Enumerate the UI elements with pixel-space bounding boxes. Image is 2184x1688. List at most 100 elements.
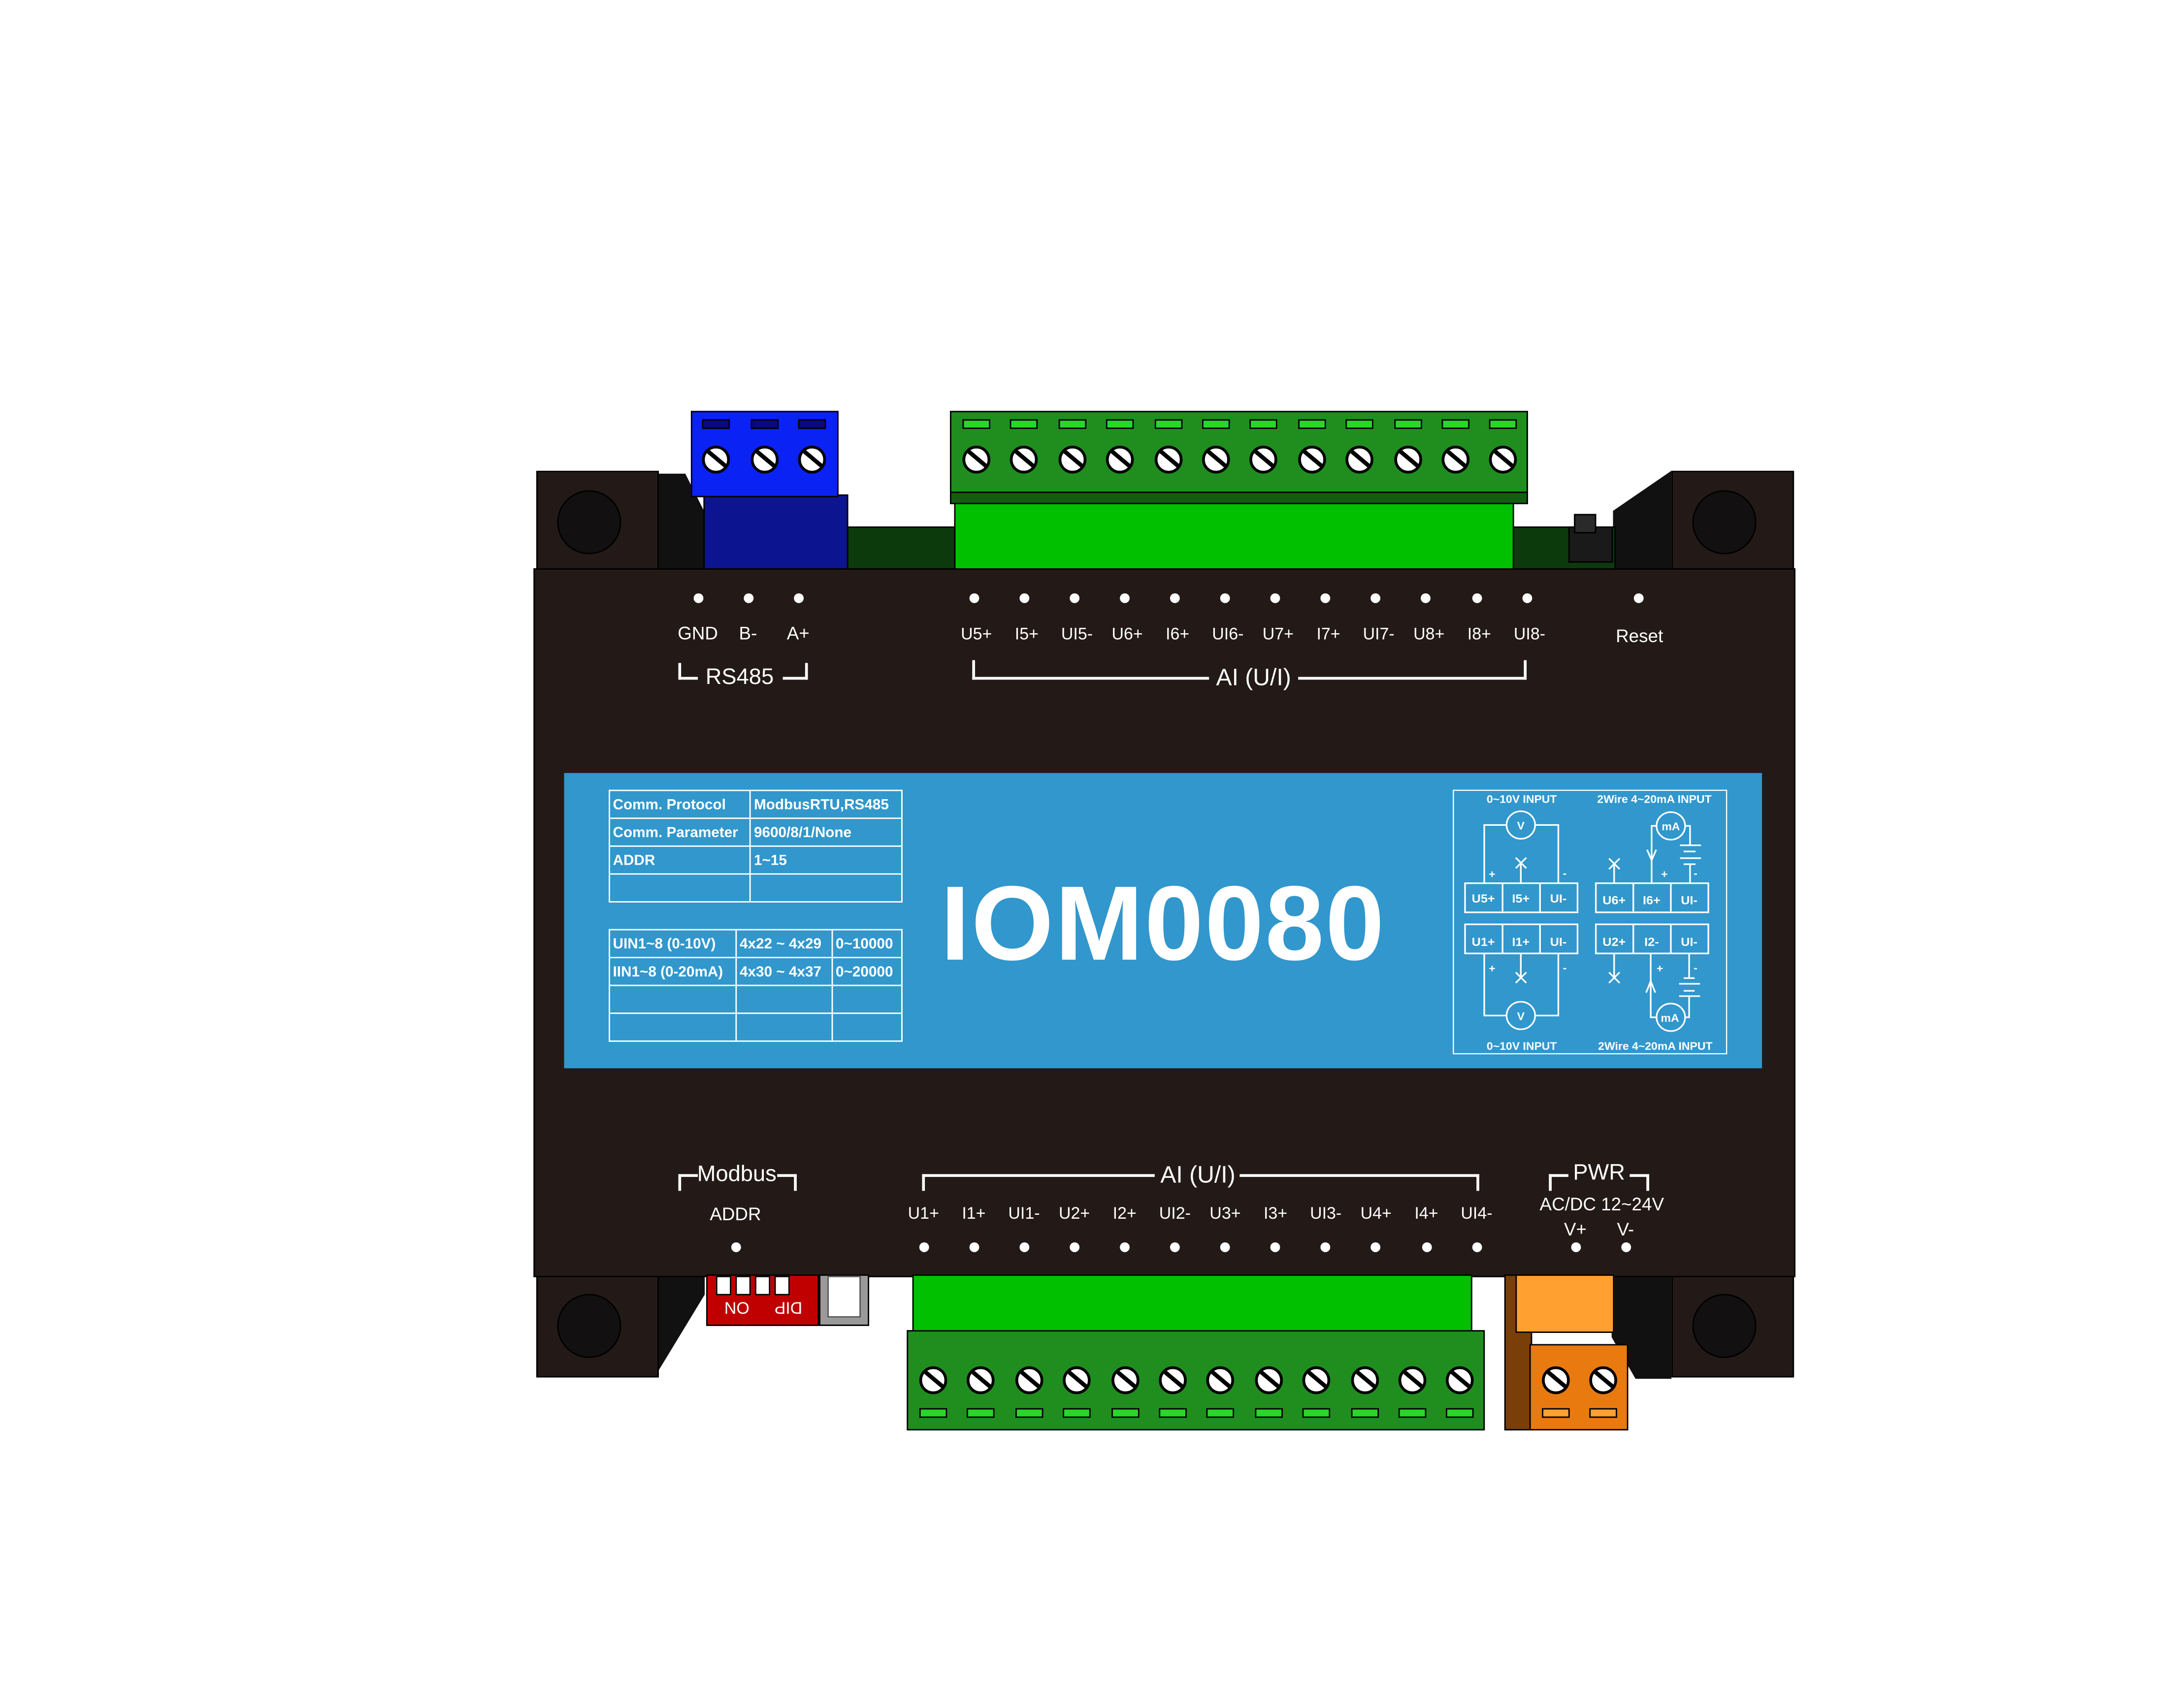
ai-pin-label: I1+ bbox=[962, 1203, 986, 1223]
addr-indicator-dot bbox=[731, 1242, 741, 1252]
screw-icon[interactable] bbox=[1589, 1366, 1617, 1395]
screw-icon[interactable] bbox=[702, 446, 730, 474]
rs485-bracket-left bbox=[678, 663, 698, 680]
dip-switch-lever[interactable] bbox=[735, 1275, 751, 1296]
screw-icon[interactable] bbox=[1446, 1366, 1474, 1395]
ai-pin-dot bbox=[1271, 1242, 1280, 1252]
dip-switch-lever[interactable] bbox=[755, 1275, 771, 1296]
wire-entry-slot bbox=[1303, 1408, 1331, 1418]
screw-icon[interactable] bbox=[1542, 1366, 1570, 1395]
screw-icon[interactable] bbox=[798, 446, 826, 474]
table-cell bbox=[609, 873, 751, 903]
reset-indicator-dot bbox=[1633, 593, 1644, 603]
wire-entry-slot bbox=[1154, 419, 1182, 429]
table-row bbox=[609, 984, 903, 1014]
dip-switch-lever[interactable] bbox=[716, 1275, 731, 1296]
polarity-minus: - bbox=[1694, 867, 1697, 879]
ai-pin-label: UI5- bbox=[1061, 624, 1093, 644]
screw-icon[interactable] bbox=[1058, 446, 1086, 474]
wire-entry-slot bbox=[1345, 419, 1374, 429]
diagram-terminal-label: I5+ bbox=[1512, 892, 1530, 906]
wire-entry-slot bbox=[1106, 419, 1134, 429]
rs485-pin-label: B- bbox=[739, 622, 757, 644]
table-cell: 1~15 bbox=[750, 845, 903, 875]
wiring-diagram-border bbox=[1453, 789, 1728, 1055]
polarity-plus: + bbox=[1661, 868, 1667, 880]
ai-top-bracket-left bbox=[972, 660, 1209, 680]
screw-icon[interactable] bbox=[962, 446, 991, 474]
screw-icon[interactable] bbox=[1489, 446, 1518, 474]
wire-entry-slot bbox=[1202, 419, 1230, 429]
ai-pin-dot bbox=[1371, 1242, 1381, 1252]
pwr-spec-label: AC/DC 12~24V bbox=[1539, 1194, 1664, 1215]
screw-icon[interactable] bbox=[750, 446, 778, 474]
wire-entry-slot bbox=[1206, 1408, 1235, 1418]
screw-icon[interactable] bbox=[1303, 1366, 1331, 1395]
ai-bottom-bracket-left bbox=[922, 1174, 1155, 1191]
screw-icon[interactable] bbox=[1298, 446, 1326, 474]
wire-entry-slot bbox=[750, 419, 778, 429]
ai-pin-dot bbox=[1421, 1242, 1432, 1252]
screw-icon[interactable] bbox=[1202, 446, 1230, 474]
reset-button[interactable] bbox=[1568, 514, 1613, 563]
ai-pin-dot bbox=[1321, 1242, 1331, 1252]
ai-pin-dot bbox=[1069, 593, 1079, 603]
screw-icon[interactable] bbox=[1015, 1366, 1043, 1395]
ai-bottom-terminal-block[interactable] bbox=[907, 1330, 1485, 1430]
jumper-header[interactable] bbox=[819, 1274, 869, 1326]
screw-icon[interactable] bbox=[1206, 1366, 1235, 1395]
wire-entry-slot bbox=[962, 419, 991, 429]
screw-icon[interactable] bbox=[967, 1366, 995, 1395]
ai-pin-label: UI3- bbox=[1310, 1203, 1342, 1223]
screw-icon[interactable] bbox=[1010, 446, 1039, 474]
ai-top-terminal-block[interactable] bbox=[950, 411, 1528, 495]
ai-pin-label: UI2- bbox=[1159, 1203, 1191, 1223]
ai-pin-dot bbox=[1119, 593, 1130, 603]
dip-switch-lever[interactable] bbox=[774, 1275, 790, 1296]
screw-icon[interactable] bbox=[1250, 446, 1278, 474]
screw-icon[interactable] bbox=[1345, 446, 1374, 474]
ai-top-connector-body bbox=[954, 501, 1514, 574]
table-row bbox=[609, 1012, 903, 1042]
wire-entry-slot bbox=[1250, 419, 1278, 429]
wire-entry-slot bbox=[798, 419, 826, 429]
screw-icon[interactable] bbox=[1063, 1366, 1091, 1395]
ai-pin-dot bbox=[1522, 593, 1532, 603]
screw-icon[interactable] bbox=[1106, 446, 1134, 474]
ai-pin-dot bbox=[969, 1242, 979, 1252]
mounting-ear-bottom-left bbox=[536, 1274, 659, 1378]
screw-icon[interactable] bbox=[1159, 1366, 1187, 1395]
table-cell: ModbusRTU,RS485 bbox=[750, 789, 903, 819]
screw-icon[interactable] bbox=[1350, 1366, 1379, 1395]
diagram-terminal-label: UI- bbox=[1681, 936, 1697, 949]
screw-icon[interactable] bbox=[1254, 1366, 1283, 1395]
current-wiring-bottom bbox=[1608, 953, 1700, 1018]
wire-entry-slot bbox=[1489, 419, 1518, 429]
rs485-group-label: RS485 bbox=[705, 666, 774, 690]
reset-label: Reset bbox=[1616, 625, 1663, 647]
screw-icon[interactable] bbox=[919, 1366, 947, 1395]
wire-entry-slot bbox=[1010, 419, 1039, 429]
ai-pin-dot bbox=[1421, 593, 1431, 603]
screw-icon[interactable] bbox=[1394, 446, 1422, 474]
screw-icon[interactable] bbox=[1398, 1366, 1427, 1395]
ai-pin-dot bbox=[1371, 593, 1381, 603]
screw-icon[interactable] bbox=[1441, 446, 1470, 474]
table-cell bbox=[735, 1012, 833, 1042]
terminal-box bbox=[1595, 923, 1709, 954]
ai-pin-label: I4+ bbox=[1414, 1203, 1438, 1223]
diagram-terminal-label: U6+ bbox=[1602, 894, 1626, 908]
screw-icon[interactable] bbox=[1154, 446, 1182, 474]
dip-switch[interactable]: DIP ON bbox=[706, 1274, 819, 1326]
rs485-terminal-block[interactable] bbox=[690, 411, 839, 497]
ai-pin-label: U1+ bbox=[908, 1203, 939, 1223]
ammeter-label: mA bbox=[1662, 821, 1680, 833]
diagram-terminal-label: I6+ bbox=[1643, 894, 1661, 908]
polarity-minus: - bbox=[1563, 867, 1567, 879]
ammeter-label: mA bbox=[1661, 1012, 1679, 1024]
voltage-wiring-top bbox=[1483, 824, 1560, 883]
power-terminal-block[interactable] bbox=[1529, 1344, 1629, 1430]
screw-icon[interactable] bbox=[1110, 1366, 1139, 1395]
